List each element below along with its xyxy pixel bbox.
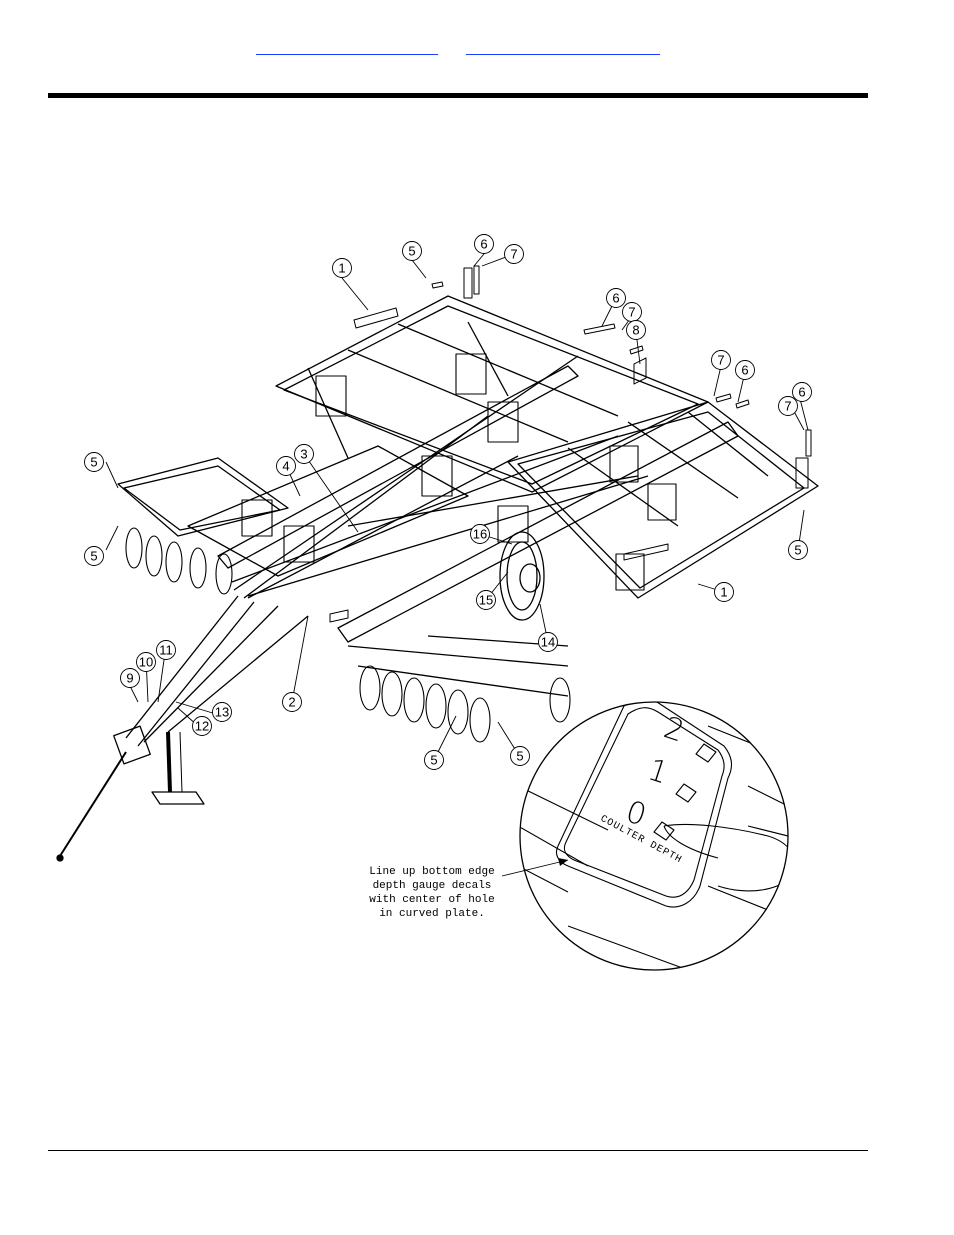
- callout-5-left-top: 5: [85, 453, 104, 472]
- callout-10: 10: [137, 653, 156, 672]
- callout-6-rear: 6: [475, 235, 494, 254]
- callout-6-wing: 6: [736, 361, 755, 380]
- callout-12: 12: [193, 717, 212, 736]
- note-line-2: depth gauge decals: [373, 880, 492, 892]
- svg-text:5: 5: [90, 455, 97, 470]
- callout-6-edge: 6: [793, 383, 812, 402]
- svg-text:5: 5: [90, 549, 97, 564]
- callout-6-mid: 6: [607, 289, 626, 308]
- callout-balloons: 1 5 6 7 6 7 8 7 6 6 7 5 5 4 3 16 15 14 1…: [85, 235, 812, 770]
- callout-16: 16: [471, 525, 490, 544]
- note-line-4: in curved plate.: [379, 908, 485, 920]
- coulter-depth-detail: 2 1 0 COULTER DEPTH: [502, 698, 828, 970]
- callout-7-mid: 7: [623, 303, 642, 322]
- svg-text:5: 5: [408, 244, 415, 259]
- svg-text:14: 14: [541, 635, 555, 650]
- svg-text:2: 2: [288, 695, 295, 710]
- callout-7-wing: 7: [712, 351, 731, 370]
- callout-5-left-bottom: 5: [85, 547, 104, 566]
- alignment-note: Line up bottom edge depth gauge decals w…: [369, 866, 494, 920]
- header-link-left[interactable]: [256, 40, 438, 55]
- svg-text:1: 1: [338, 261, 345, 276]
- svg-text:5: 5: [794, 543, 801, 558]
- callout-8: 8: [627, 321, 646, 340]
- callout-9: 9: [121, 669, 140, 688]
- svg-text:12: 12: [195, 719, 209, 734]
- svg-text:7: 7: [628, 305, 635, 320]
- svg-text:8: 8: [632, 323, 639, 338]
- callout-14: 14: [539, 633, 558, 652]
- decal-location-drawing: 1 5 6 7 6 7 8 7 6 6 7 5 5 4 3 16 15 14 1…: [48, 226, 832, 992]
- svg-text:6: 6: [480, 237, 487, 252]
- svg-text:6: 6: [798, 385, 805, 400]
- svg-text:11: 11: [159, 643, 173, 658]
- footer-rule: [48, 1150, 868, 1151]
- svg-text:7: 7: [784, 399, 791, 414]
- svg-text:15: 15: [479, 593, 493, 608]
- callout-5-front-left: 5: [425, 751, 444, 770]
- svg-text:1: 1: [720, 585, 727, 600]
- svg-text:6: 6: [741, 363, 748, 378]
- callout-7-rear: 7: [505, 245, 524, 264]
- svg-text:6: 6: [612, 291, 619, 306]
- callout-2: 2: [283, 693, 302, 712]
- callout-13: 13: [213, 703, 232, 722]
- svg-text:9: 9: [126, 671, 133, 686]
- svg-text:7: 7: [717, 353, 724, 368]
- callout-7-edge: 7: [779, 397, 798, 416]
- callout-5-right: 5: [789, 541, 808, 560]
- callout-1-rear: 1: [333, 259, 352, 278]
- svg-text:5: 5: [430, 753, 437, 768]
- svg-text:10: 10: [139, 655, 153, 670]
- note-line-1: Line up bottom edge: [369, 866, 494, 878]
- callout-4: 4: [277, 457, 296, 476]
- header-link-right[interactable]: [466, 40, 660, 55]
- svg-text:3: 3: [300, 447, 307, 462]
- callout-5-rear: 5: [403, 242, 422, 261]
- svg-text:5: 5: [516, 749, 523, 764]
- svg-text:13: 13: [215, 705, 229, 720]
- note-line-3: with center of hole: [369, 894, 494, 906]
- svg-text:7: 7: [510, 247, 517, 262]
- callout-11: 11: [157, 641, 176, 660]
- svg-text:16: 16: [473, 527, 487, 542]
- callout-5-front-right: 5: [511, 747, 530, 766]
- callout-1-front: 1: [715, 583, 734, 602]
- header-rule: [48, 93, 868, 98]
- svg-text:4: 4: [282, 459, 289, 474]
- callout-3: 3: [295, 445, 314, 464]
- callout-15: 15: [477, 591, 496, 610]
